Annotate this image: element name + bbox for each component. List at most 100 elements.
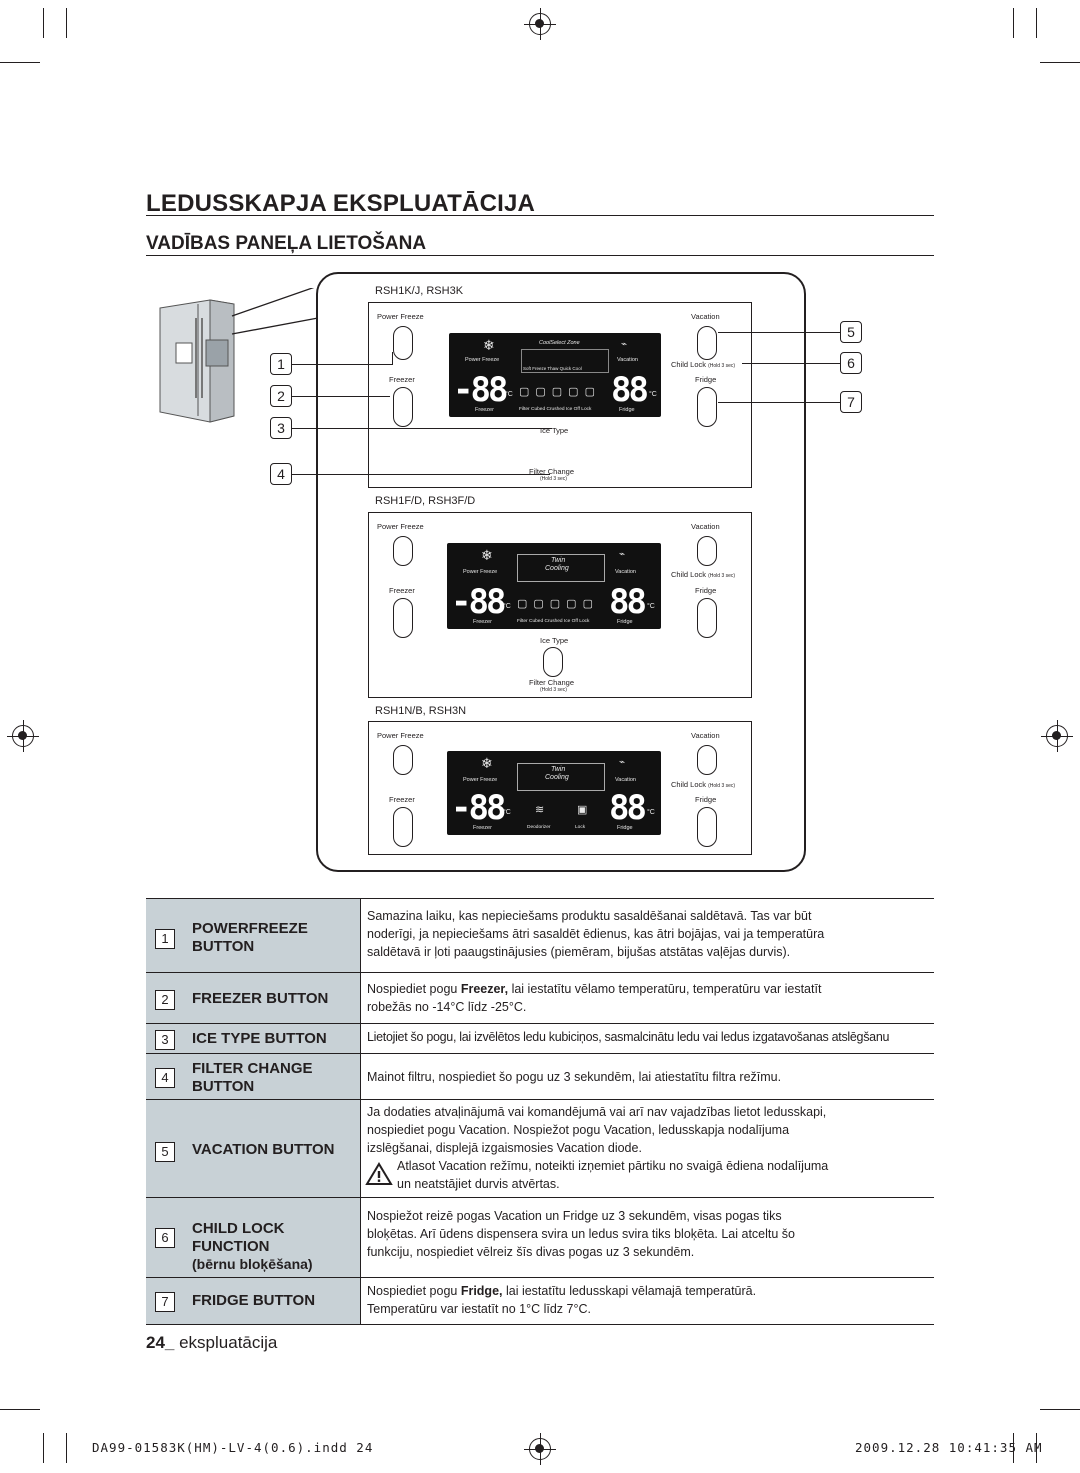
display-deodorizer: Deodorizer [527,825,551,830]
freezer-button[interactable] [393,598,413,638]
fridge-temperature-digits: 88 [609,582,647,622]
filter-hold-label: (Hold 3 sec) [540,687,567,693]
crop-mark [66,8,67,38]
display-freezer: Freezer [473,825,492,831]
leader-line [292,428,552,429]
row-label: CHILD LOCK [192,1220,285,1237]
crop-mark [1036,8,1037,38]
snowflake-icon: ❄ [481,547,493,563]
vacation-icon: ⌁ [621,339,628,350]
warning-text: un neatstājiet durvis atvērtas. [397,1177,560,1191]
callout-number: 1 [270,353,292,375]
row-number: 1 [155,929,175,949]
row-number: 7 [155,1292,175,1312]
display-freezer: Freezer [475,407,494,413]
row-number: 3 [155,1030,175,1050]
ice-type-label: Ice Type [540,426,569,435]
freezer-temperature-digits: -88 [451,582,506,622]
row-text: Mainot filtru, nospiediet šo pogu uz 3 s… [367,1070,782,1084]
section-title: VADĪBAS PANEĻA LIETOŠANA [146,233,427,254]
deodorizer-icon: ≋ [535,804,545,816]
display-power-freeze: Power Freeze [465,357,500,363]
crop-mark [43,8,44,38]
filter-change-label: Filter Change [529,467,575,476]
registration-mark-icon [524,8,556,40]
snowflake-icon: ❄ [481,755,493,771]
power-freeze-button[interactable] [393,326,413,360]
power-freeze-label: Power Freeze [377,522,424,531]
fridge-button[interactable] [697,387,717,427]
row-number: 4 [155,1068,175,1088]
model-label: RSH1F/D, RSH3F/D [375,495,476,507]
row-text: saldētavā ir ļoti paaugstinājusies (piem… [367,945,791,959]
row-text: Nospiežot reizē pogas Vacation un Fridge… [367,1209,782,1223]
leader-line [392,352,393,365]
table-row: 2 FREEZER BUTTON Nospiediet pogu Freezer… [146,972,934,1024]
freezer-temperature-digits: -88 [451,788,506,828]
registration-mark-icon [7,720,39,752]
vacation-label: Vacation [691,731,720,740]
display-lock: Lock [575,825,586,830]
fridge-button[interactable] [697,807,717,847]
vacation-icon: ⌁ [619,757,626,768]
vacation-button[interactable] [697,326,717,360]
child-lock-label: Child Lock (Hold 3 sec) [671,360,736,369]
display-fridge: Fridge [619,407,635,413]
crop-mark [0,1409,40,1410]
filter-ice-lock-icons: ▢▢▢▢▢ [519,386,601,398]
freezer-temperature-digits: -88 [453,370,508,410]
leader-line [718,332,840,333]
display-power-freeze: Power Freeze [463,777,498,783]
page-number: 24_ [146,1333,175,1352]
callout-number: 6 [840,352,862,374]
row-number: 5 [155,1142,175,1162]
coolselect-icons [521,349,609,373]
row-text: Temperatūru var iestatīt no 1°C līdz 7°C… [367,1302,591,1316]
ice-type-label: Ice Type [540,636,569,645]
fridge-label: Fridge [695,375,717,384]
leader-line [292,396,390,397]
lock-icon: ▣ [577,804,588,816]
model-label: RSH1K/J, RSH3K [375,285,464,297]
temp-unit: °C [503,809,511,816]
table-row: 6 CHILD LOCK FUNCTION (bērnu bloķēšana) … [146,1197,934,1278]
crop-mark [66,1433,67,1463]
callout-number: 7 [840,391,862,413]
table-row: 7 FRIDGE BUTTON Nospiediet pogu Fridge, … [146,1277,934,1325]
crop-mark [1013,1433,1014,1463]
power-freeze-button[interactable] [393,745,413,775]
control-panel: Power Freeze Vacation Freezer Child Lock… [368,721,752,855]
title-rule [146,215,934,216]
child-lock-label: Child Lock (Hold 3 sec) [671,780,736,789]
display-screen: ❄ Power Freeze Twin Cooling ⌁ Vacation -… [447,543,661,629]
table-row: 3 ICE TYPE BUTTON Lietojiet šo pogu, lai… [146,1023,934,1054]
row-label: BUTTON [192,938,255,955]
temp-unit: °C [647,603,655,610]
twin-cooling-box [517,554,605,582]
freezer-button[interactable] [393,387,413,427]
twin-label: Twin [551,766,566,773]
power-freeze-label: Power Freeze [377,731,424,740]
file-slug: DA99-01583K(HM)-LV-4(0.6).indd 24 [92,1440,374,1455]
display-vacation: Vacation [615,777,636,783]
callout-number: 2 [270,385,292,407]
vacation-button[interactable] [697,745,717,775]
crop-mark [1013,8,1014,38]
fridge-label: Fridge [695,795,717,804]
table-row: 4 FILTER CHANGE BUTTON Mainot filtru, no… [146,1053,934,1100]
row-text: nospiediet pogu Vacation. Nospiežot pogu… [367,1123,790,1137]
display-freezer: Freezer [473,619,492,625]
power-freeze-button[interactable] [393,536,413,566]
crop-mark [43,1433,44,1463]
cooling-label: Cooling [545,565,569,572]
control-panel: Power Freeze Vacation Freezer Child Lock… [368,512,752,698]
table-row: 5 VACATION BUTTON Ja dodaties atvaļināju… [146,1099,934,1198]
page-title: LEDUSSKAPJA EKSPLUATĀCIJA [146,190,536,217]
ice-type-button[interactable] [543,647,563,677]
fridge-button[interactable] [697,598,717,638]
twin-label: Twin [551,557,566,564]
page-footer-label: ekspluatācija [174,1333,278,1352]
row-label: (bērnu bloķēšana) [192,1256,313,1272]
vacation-button[interactable] [697,536,717,566]
freezer-button[interactable] [393,807,413,847]
